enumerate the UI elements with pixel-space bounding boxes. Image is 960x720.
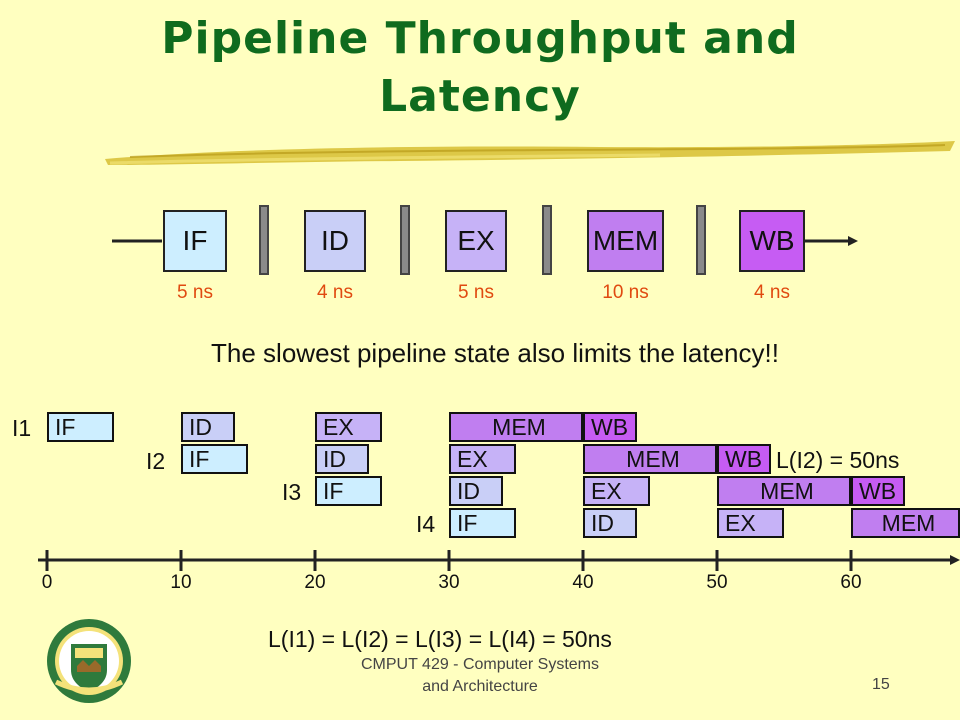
timeline-cell-mem: MEM [717,476,851,506]
stage-time-wb: 4 ns [754,282,790,303]
footer-line-1: CMPUT 429 - Computer Systems [361,656,599,673]
axis-tick-label: 50 [706,572,728,593]
axis-tick-label: 20 [304,572,326,593]
timeline-cell-if: IF [181,444,248,474]
title-line-1: Pipeline Throughput and [161,13,799,64]
instruction-label-i1: I1 [12,415,32,441]
timeline-cell-mem: MEM [583,444,717,474]
timeline-cell-if: IF [315,476,382,506]
latency-note: The slowest pipeline state also limits t… [211,338,779,368]
axis-tick-label: 60 [840,572,862,593]
stage-time-ex: 5 ns [458,282,494,303]
stage-time-id: 4 ns [317,282,353,303]
pipeline-latch [696,205,706,275]
instruction-label-i2: I2 [146,448,166,474]
axis-tick-label: 0 [41,572,53,593]
brush-stroke-divider [105,141,955,165]
footer-line-2: and Architecture [422,678,538,695]
latency-equation: L(I1) = L(I2) = L(I3) = L(I4) = 50ns [268,626,612,652]
timeline-cell-ex: EX [583,476,650,506]
stage-time-if: 5 ns [177,282,213,303]
page-number: 15 [872,676,890,693]
timeline-cell-wb: WB [717,444,771,474]
footer-course: CMPUT 429 - Computer Systems and Archite… [300,654,660,698]
axis-tick-label: 10 [170,572,192,593]
latency-i2-label: L(I2) = 50ns [776,447,900,473]
timeline-cell-id: ID [583,508,637,538]
timeline-cell-mem: MEM [851,508,960,538]
instruction-label-i3: I3 [282,479,302,505]
stage-if: IF [163,210,227,272]
university-of-alberta-logo [47,619,131,703]
stage-time-mem: 10 ns [602,282,649,303]
timeline-cell-id: ID [315,444,369,474]
timeline-cell-if: IF [449,508,516,538]
timeline-cell-mem: MEM [449,412,583,442]
timeline-cell-wb: WB [851,476,905,506]
pipeline-latch [400,205,410,275]
pipeline-latch [542,205,552,275]
stage-wb: WB [739,210,805,272]
instruction-label-i4: I4 [416,511,436,537]
slide-title: Pipeline Throughput and Latency [0,10,960,126]
timeline-cell-ex: EX [717,508,784,538]
timeline-cell-id: ID [449,476,503,506]
stage-ex: EX [445,210,507,272]
timeline-cell-ex: EX [449,444,516,474]
timeline-cell-if: IF [47,412,114,442]
timeline-cell-ex: EX [315,412,382,442]
axis-tick-label: 30 [438,572,460,593]
timeline-cell-id: ID [181,412,235,442]
axis-tick-label: 40 [572,572,594,593]
stage-mem: MEM [587,210,664,272]
timeline-cell-wb: WB [583,412,637,442]
stage-id: ID [304,210,366,272]
title-line-2: Latency [379,71,581,122]
pipeline-latch [259,205,269,275]
